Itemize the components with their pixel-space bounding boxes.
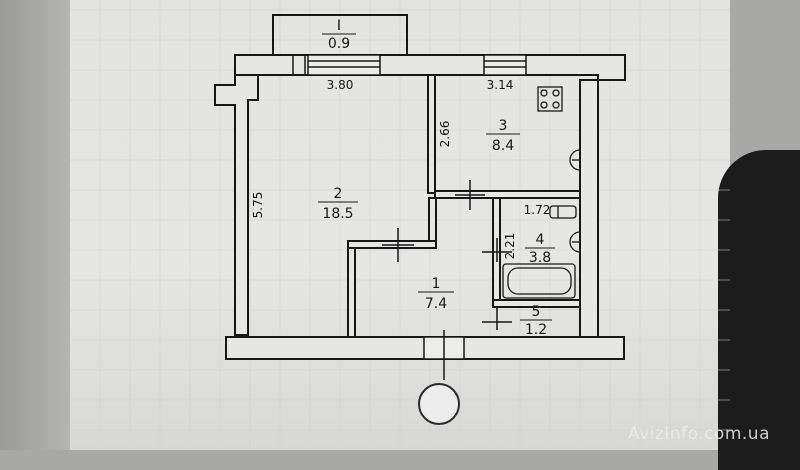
partition-bath-bottom xyxy=(492,299,581,308)
bathtub-icon xyxy=(502,263,576,299)
washbasin-icon xyxy=(569,231,581,253)
room-1-area: 7.4 xyxy=(425,296,447,312)
dim-room2-depth: 5.75 xyxy=(251,192,265,219)
entrance-door xyxy=(423,330,465,380)
partition-kitchen xyxy=(427,74,436,194)
walls xyxy=(214,14,626,360)
plan-labels: I 0.9 3.80 3.14 2.66 5.75 1.72 2.21 3 8.… xyxy=(251,18,555,338)
door-marks xyxy=(382,180,512,330)
floor-plan: I 0.9 3.80 3.14 2.66 5.75 1.72 2.21 3 8.… xyxy=(70,0,730,450)
paper-grid xyxy=(70,0,730,450)
partition-kitchen-bottom xyxy=(434,190,581,199)
dim-room2-width: 3.80 xyxy=(327,78,354,92)
dim-bath-depth: 2.21 xyxy=(503,233,517,260)
left-wall xyxy=(214,74,259,336)
right-wall xyxy=(579,79,599,338)
room-1-number: 1 xyxy=(432,276,441,292)
window-kitchen xyxy=(483,54,527,76)
partition-hall-wall xyxy=(428,197,437,245)
room-4-area: 3.8 xyxy=(529,250,551,266)
dim-kitchen-width: 3.14 xyxy=(487,78,514,92)
watermark: AvizInfo.com.ua xyxy=(627,424,770,444)
room-5-number: 5 xyxy=(532,304,541,320)
toilet-icon xyxy=(549,205,577,219)
paper-left-strip xyxy=(0,0,70,450)
kitchen-sink-icon xyxy=(569,149,581,171)
room-5-area: 1.2 xyxy=(525,322,547,338)
room-2-area: 18.5 xyxy=(322,206,353,222)
room-3-area: 8.4 xyxy=(492,138,514,154)
balcony-area: 0.9 xyxy=(328,36,350,52)
window-room2 xyxy=(307,54,381,76)
stove-icon xyxy=(537,86,563,112)
room-4-number: 4 xyxy=(536,232,545,248)
room-2-number: 2 xyxy=(334,186,343,202)
dark-shadow xyxy=(718,150,800,470)
partition-room2-vert xyxy=(347,247,356,338)
dim-kitchen-depth: 2.66 xyxy=(438,121,452,148)
dim-wc-width: 1.72 xyxy=(524,203,551,217)
entry-marker xyxy=(418,383,460,425)
windows xyxy=(292,54,527,76)
room-3-number: 3 xyxy=(499,118,508,134)
balcony-number: I xyxy=(337,18,341,34)
